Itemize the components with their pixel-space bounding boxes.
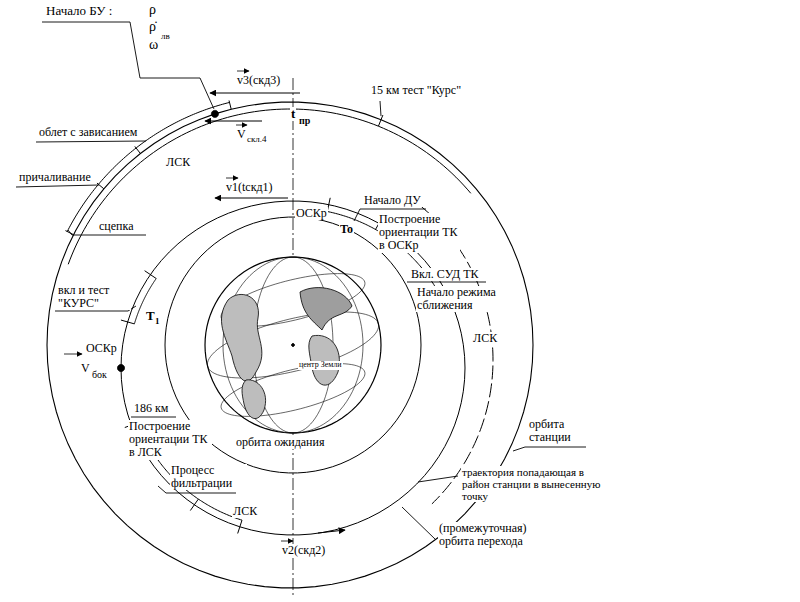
leader-line (354, 209, 360, 221)
transfer-band (134, 279, 156, 324)
symbol-label: ρ (148, 2, 157, 17)
continent (221, 294, 261, 381)
leader-line (407, 282, 486, 283)
leader-line (360, 209, 426, 210)
velocity-arrow (215, 198, 288, 199)
station-orbit (47, 102, 533, 588)
continent (300, 288, 352, 330)
distance-label: 186 км (133, 402, 169, 415)
band-tick (65, 231, 73, 235)
event-label: Начало ДУ (363, 194, 422, 207)
vector-mark (236, 125, 247, 126)
orbit-label: орбита станции (528, 418, 590, 444)
symbol-label: V (80, 362, 91, 375)
leader-line (36, 141, 146, 142)
vector-mark (281, 541, 293, 542)
phase-label: причаливание (18, 171, 92, 184)
transfer-orbit (121, 201, 465, 535)
earth-outline (205, 257, 381, 433)
event-dot (118, 365, 125, 372)
continent (242, 380, 266, 419)
vector-mark (64, 354, 82, 355)
velocity-arrow (205, 121, 262, 122)
frame-label: ОСКр (295, 207, 328, 220)
band-tick (238, 520, 242, 533)
subscript-label: скл.4 (246, 135, 268, 145)
trajectory-label: траектория попадающая в район станции в … (461, 466, 613, 502)
event-dot (211, 110, 218, 117)
band-tick (229, 100, 231, 109)
velocity-label: v2(скд2) (281, 544, 326, 557)
band-tick (121, 320, 134, 324)
orbit-label: (промежуточная) орбита перехода (438, 522, 545, 548)
superscript-label: лв (160, 32, 171, 42)
subscript-label: бок (91, 369, 108, 380)
leader-line (72, 235, 146, 236)
leader-line (166, 493, 236, 494)
leader-line (42, 22, 214, 109)
orbit-label: орбита ожидания (235, 436, 325, 449)
phase-label: Построение ориентации ТК в ОСКр (378, 213, 460, 253)
event-label: Вкл. СУД ТК (410, 268, 479, 281)
symbol-label: t (290, 107, 296, 121)
symbol-label: ω (148, 37, 159, 52)
frame-label: ЛСК (472, 332, 498, 345)
phase-label: облет с зависанием (38, 126, 138, 139)
leader-line (418, 476, 458, 482)
phase-label: сцепка (98, 220, 134, 233)
velocity-label: v3(скд3) (236, 74, 281, 87)
leader-line (402, 507, 436, 540)
leader-line (131, 417, 176, 418)
leader-line (380, 101, 381, 116)
band-tick (97, 183, 104, 189)
band-tick (190, 499, 198, 510)
phase-label: Процесс фильтрации (170, 464, 247, 490)
leader-line (513, 447, 525, 451)
band-tick (378, 115, 382, 126)
velocity-label: v1(tскд1) (225, 181, 274, 194)
station-band (67, 102, 229, 231)
vector-mark (237, 71, 249, 72)
vector-mark (226, 178, 238, 179)
centre-dot (292, 344, 295, 347)
frame-label: ЛСК (232, 505, 258, 518)
velocity-arrow (210, 93, 300, 94)
event-label: 15 км тест "Курс" (370, 84, 462, 97)
symbol-label: ρ̇ (148, 19, 157, 34)
time-label: To (339, 223, 354, 236)
leader-line (525, 447, 586, 448)
leader-line (16, 185, 99, 187)
leader-line (68, 230, 72, 235)
phase-label: Построение ориентации ТК в ЛСК (128, 420, 212, 460)
band-tick (145, 271, 157, 279)
event-label: вкл и тест "КУРС" (57, 284, 131, 310)
velocity-arrow (318, 530, 345, 533)
band-tick (135, 146, 141, 153)
event-label: Начало БУ : (45, 4, 113, 18)
subscript-label: пр (298, 115, 311, 126)
centre-label: центр Земли (298, 361, 343, 370)
frame-label: ОСКр (85, 342, 118, 355)
frame-label: ЛСК (165, 156, 191, 169)
subscript-label: 1 (154, 317, 161, 327)
leader-line (158, 486, 166, 493)
phase-label: Начало режима сближения (416, 286, 513, 312)
